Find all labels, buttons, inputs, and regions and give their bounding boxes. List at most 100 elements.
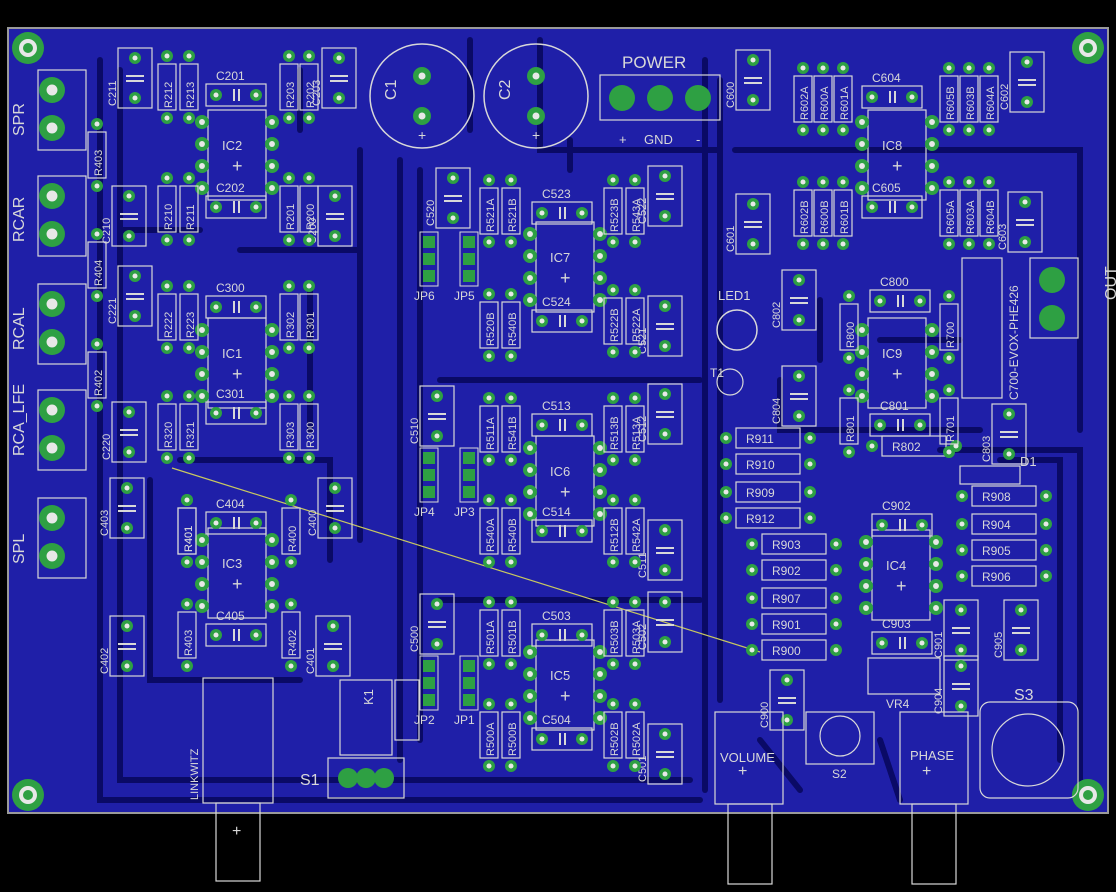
capacitor-c605: C605 (861, 181, 923, 219)
linkwitz-label: LINKWITZ (189, 748, 201, 800)
ic-plus: + (560, 268, 571, 288)
resistor-r912: R912 (720, 507, 816, 529)
linkwitz-switch: + LINKWITZ (189, 677, 274, 882)
capacitor-label: C221 (107, 298, 119, 324)
resistor-r400: R400 (281, 494, 301, 568)
capacitor-label: C900 (759, 702, 771, 728)
resistor-label: R605A (945, 200, 957, 234)
resistor-r210: R210 (157, 172, 177, 246)
capacitor-c202: C202 (205, 181, 267, 219)
ic-plus: + (232, 364, 243, 384)
resistor-r911: R911 (720, 427, 816, 449)
out-terminal: OUT (1029, 257, 1116, 339)
capacitor-label: C901 (933, 632, 945, 658)
resistor-label: R403 (183, 630, 195, 656)
resistor-r906: R906 (956, 565, 1052, 587)
jumper-jp4: JP4 (414, 447, 439, 519)
capacitor-label: C800 (880, 275, 909, 289)
resistor-label: R513A (631, 416, 643, 450)
resistor-r401: R401 (177, 494, 197, 568)
ic-ic9: IC9 + (855, 317, 939, 409)
c1-plus: + (418, 127, 426, 143)
resistor-r511a: R511A (479, 392, 499, 466)
ic-label: IC9 (882, 346, 902, 361)
resistor-label: R522A (631, 308, 643, 342)
ic-label: IC3 (222, 556, 242, 571)
resistor-label: R522B (609, 308, 621, 342)
capacitor-label: C902 (882, 499, 911, 513)
resistor-r902: R902 (746, 559, 842, 581)
switch-s1: S1 (300, 757, 405, 799)
resistor-r513b: R513B (603, 392, 623, 466)
capacitor-label: C403 (99, 510, 111, 536)
capacitor-c501: C501 (637, 723, 683, 785)
resistor-label: R503B (609, 620, 621, 654)
resistor-r800: R800 (839, 290, 859, 364)
resistor-r903: R903 (746, 533, 842, 555)
ic-ic8: IC8+ (855, 109, 939, 201)
capacitor-c523: C523 (531, 187, 593, 225)
ic-label: IC2 (222, 138, 242, 153)
resistor-label: R222 (163, 312, 175, 338)
capacitor-label: C600 (725, 82, 737, 108)
resistor-r303: R303 (279, 390, 299, 464)
power-label: POWER (622, 53, 686, 72)
resistor-r605b: R605B (939, 62, 959, 136)
capacitor-c902: C902 (871, 499, 933, 537)
capacitor-label: C401 (305, 648, 317, 674)
resistor-label: R212 (163, 82, 175, 108)
capacitor-label: C500 (409, 626, 421, 652)
resistor-label: R542A (631, 518, 643, 552)
capacitor-c300: C300 (205, 281, 267, 319)
power-plus: + (619, 132, 627, 147)
ic-plus: + (896, 576, 907, 596)
resistor-label: R402 (93, 370, 105, 396)
resistor-label: R404 (93, 260, 105, 286)
phase-plus: + (922, 763, 931, 780)
capacitor-label: C904 (933, 688, 945, 714)
capacitor-label: C211 (107, 81, 119, 106)
resistor-r522b: R522B (603, 284, 623, 358)
switch-s2: S2 (805, 711, 875, 781)
resistor-r905: R905 (956, 539, 1052, 561)
capacitor-label: C523 (542, 187, 571, 201)
resistor-label: R300 (305, 422, 317, 448)
c700-label: C700-EVOX-PHE426 (1007, 285, 1021, 400)
resistor-label: R602A (799, 86, 811, 120)
resistor-label: R303 (285, 422, 297, 448)
resistor-label: R521A (485, 198, 497, 232)
capacitor-c602: C602 (999, 51, 1045, 113)
capacitor-label: C604 (872, 71, 901, 85)
resistor-r540b: R540B (501, 288, 521, 362)
capacitor-c511: C511 (637, 519, 683, 581)
capacitor-c2: C2 + (483, 43, 589, 149)
resistor-label: R301 (305, 312, 317, 338)
capacitor-label: C201 (216, 69, 245, 83)
ic-plus: + (892, 156, 903, 176)
ic-label: IC4 (886, 558, 906, 573)
connector-label: SPR (11, 103, 28, 136)
capacitor-c601: C601 (725, 193, 771, 255)
resistor-label: R321 (185, 422, 197, 448)
resistor-label: R520B (485, 312, 497, 346)
vr4-label: VR4 (886, 697, 910, 711)
resistor-r501a: R501A (479, 596, 499, 670)
resistor-label: R201 (285, 204, 297, 230)
resistor-label: R210 (163, 204, 175, 230)
mounting-hole (1072, 32, 1104, 64)
resistor-label: R541B (507, 416, 519, 450)
capacitor-label: C524 (542, 295, 571, 309)
capacitor-c801: C801 (869, 399, 931, 437)
capacitor-c500: C500 (409, 593, 455, 655)
ic-label: IC6 (550, 464, 570, 479)
k1-label: K1 (361, 689, 376, 705)
resistor-r600b: R600B (813, 176, 833, 250)
transistor-t1: T1 (710, 366, 744, 396)
resistor-r521b: R521B (501, 174, 521, 248)
ic-plus: + (892, 364, 903, 384)
ic-plus: + (560, 686, 571, 706)
resistor-label: R223 (185, 312, 197, 338)
resistor-label: R502A (631, 722, 643, 756)
capacitor-label: C802 (771, 302, 783, 328)
out-label: OUT (1103, 266, 1116, 300)
